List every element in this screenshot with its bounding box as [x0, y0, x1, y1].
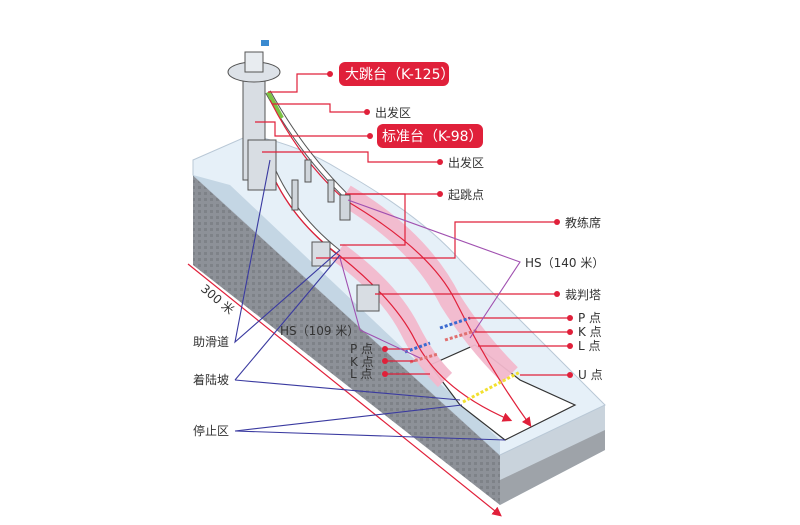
large-hill-start — [266, 91, 284, 119]
hs-large-label: HS（140 米） — [525, 256, 604, 270]
p-line-normal — [404, 341, 431, 354]
k-point-normal-label: K 点 — [350, 355, 374, 369]
terrain-front-bottom — [500, 430, 605, 505]
label-dots — [327, 71, 573, 378]
large-hill-label: 大跳台（K-125） — [345, 67, 454, 83]
inrun-label: 助滑道 — [193, 335, 229, 349]
l-point-large-label: L 点 — [578, 339, 601, 353]
u-line — [462, 370, 521, 404]
takeoff-label: 起跳点 — [448, 188, 484, 202]
hs-normal-label: HS（109 米） — [280, 324, 359, 338]
p-point-normal-label: P 点 — [350, 342, 373, 356]
large-hill-flight — [269, 99, 532, 427]
p-line-large — [439, 316, 471, 330]
leader-lines-blue — [234, 159, 506, 441]
l-point-normal-label: L 点 — [350, 367, 373, 381]
flag-icon — [261, 40, 269, 46]
coach-stand — [311, 241, 331, 267]
large-hill-badge — [339, 62, 449, 86]
large-hill-landing — [339, 185, 518, 383]
outrun-label: 停止区 — [193, 423, 229, 438]
normal-hill-label: 标准台（K-98） — [382, 129, 483, 145]
snow-shade — [193, 175, 500, 455]
u-point-label: U 点 — [578, 368, 603, 382]
p-point-large-label: P 点 — [578, 311, 601, 325]
start-area-label-2: 出发区 — [448, 155, 484, 170]
start-area-label-1: 出发区 — [375, 105, 411, 120]
judge-tower-label: 裁判塔 — [565, 288, 601, 302]
support-pillars — [291, 159, 351, 221]
normal-hill-badge — [377, 124, 483, 148]
terrain-side — [193, 175, 500, 505]
landing-slope-label: 着陆坡 — [193, 372, 229, 387]
k-point-large-label: K 点 — [578, 325, 602, 339]
k-line-large — [444, 328, 479, 342]
start-tower — [227, 40, 281, 191]
leader-lines-purple — [339, 199, 521, 359]
coach-stand-label: 教练席 — [565, 215, 601, 230]
judge-tower — [356, 284, 380, 312]
